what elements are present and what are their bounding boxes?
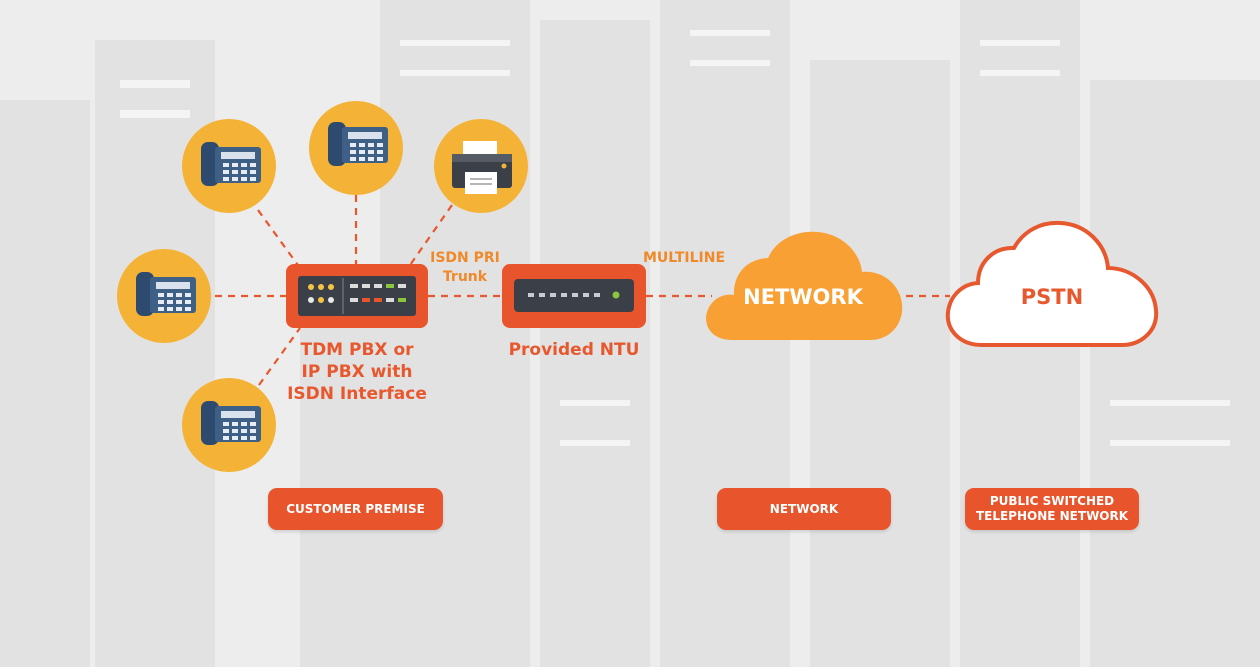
phone-node-bottom <box>182 378 276 472</box>
desk-phone-icon <box>136 272 196 316</box>
pbx-label-line-1: TDM PBX or <box>300 340 414 360</box>
network-cloud-icon <box>706 231 903 340</box>
pstn-cloud-label: PSTN <box>1020 285 1084 309</box>
multiline-label: MULTILINE <box>642 250 726 266</box>
ntu-label: Provided NTU <box>508 340 640 360</box>
pbx-device-icon <box>298 276 416 316</box>
pbx-device <box>286 264 428 328</box>
pstn-section-button[interactable]: PUBLIC SWITCHED TELEPHONE NETWORK <box>965 488 1139 530</box>
phone-node-topleft <box>182 119 276 213</box>
customer-premise-label: CUSTOMER PREMISE <box>286 501 425 516</box>
isdn-pri-trunk-label: ISDN PRI Trunk <box>424 249 506 287</box>
pstn-section-label-line-1: PUBLIC SWITCHED <box>989 494 1115 508</box>
network-cloud-label: NETWORK <box>743 285 863 309</box>
network-section-label: NETWORK <box>769 501 839 516</box>
desk-phone-icon <box>201 401 261 445</box>
phone-node-top <box>309 101 403 195</box>
fax-node <box>434 119 528 213</box>
pbx-label-line-3: ISDN Interface <box>287 384 427 404</box>
ntu-device-icon <box>514 279 634 312</box>
pstn-cloud-icon <box>945 220 1159 347</box>
pstn-section-label-line-2: TELEPHONE NETWORK <box>975 509 1129 523</box>
network-section-button[interactable]: NETWORK <box>717 488 891 530</box>
phone-node-left <box>117 249 211 343</box>
link-phone-bottom <box>258 327 301 386</box>
link-phone-topleft <box>257 209 301 269</box>
desk-phone-icon <box>328 122 388 166</box>
pbx-label: TDM PBX or IP PBX with ISDN Interface <box>276 339 438 405</box>
pbx-label-line-2: IP PBX with <box>301 362 413 382</box>
customer-premise-button[interactable]: CUSTOMER PREMISE <box>268 488 443 530</box>
isdn-label-line-2: Trunk <box>442 269 488 285</box>
fax-printer-icon <box>452 141 512 194</box>
isdn-label-line-1: ISDN PRI <box>430 250 500 266</box>
desk-phone-icon <box>201 142 261 186</box>
ntu-device <box>502 264 646 328</box>
